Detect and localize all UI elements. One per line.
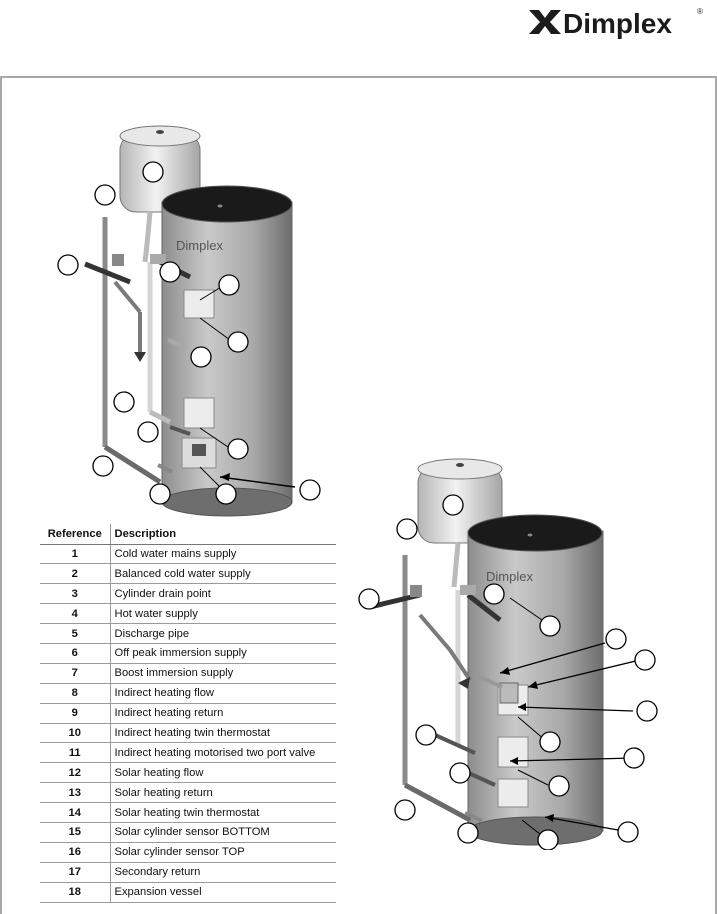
row-reference: 14 [40,802,111,823]
row-reference: 5 [40,623,111,644]
registered-mark: ® [697,7,703,16]
row-description: Indirect heating motorised two port valv… [110,742,336,764]
cylinder-diagram-solar: Dimplex [350,455,665,851]
row-reference: 18 [40,882,111,903]
cylinder-label: Dimplex [486,569,533,584]
row-description: Cylinder drain point [110,583,336,605]
row-description: Expansion vessel [110,882,336,903]
dimplex-logo-graphic: Dimplex ® [529,7,703,39]
row-reference: 9 [40,703,111,724]
row-reference: 13 [40,782,111,804]
row-description: Solar cylinder sensor TOP [110,842,336,863]
table-header-row: Reference Description [40,524,336,545]
row-reference: 6 [40,643,111,664]
row-description: Solar heating return [110,782,336,804]
row-reference: 2 [40,563,111,585]
row-reference: 1 [40,544,111,565]
row-description: Secondary return [110,862,336,883]
brand-name: Dimplex [563,8,672,39]
row-description: Cold water mains supply [110,544,336,565]
row-description: Balanced cold water supply [110,563,336,585]
cylinder-diagram-indirect: Dimplex [50,122,340,517]
row-description: Solar heating twin thermostat [110,802,336,823]
row-description: Hot water supply [110,603,336,625]
row-description: Discharge pipe [110,623,336,644]
row-reference: 17 [40,862,111,883]
row-reference: 3 [40,583,111,605]
header-description: Description [110,524,336,545]
row-description: Indirect heating flow [110,683,336,704]
content-frame [0,76,717,914]
row-description: Boost immersion supply [110,663,336,684]
row-description: Indirect heating return [110,703,336,724]
row-reference: 4 [40,603,111,625]
row-reference: 11 [40,742,111,764]
row-description: Indirect heating twin thermostat [110,723,336,744]
row-reference: 10 [40,723,111,744]
header-reference: Reference [40,524,111,545]
row-reference: 15 [40,822,111,843]
row-reference: 12 [40,762,111,784]
row-reference: 7 [40,663,111,684]
cylinder-label: Dimplex [176,238,223,253]
row-description: Off peak immersion supply [110,643,336,664]
dimplex-logo: Dimplex ® [525,4,705,40]
row-reference: 16 [40,842,111,863]
row-description: Solar heating flow [110,762,336,784]
row-description: Solar cylinder sensor BOTTOM [110,822,336,843]
row-reference: 8 [40,683,111,704]
